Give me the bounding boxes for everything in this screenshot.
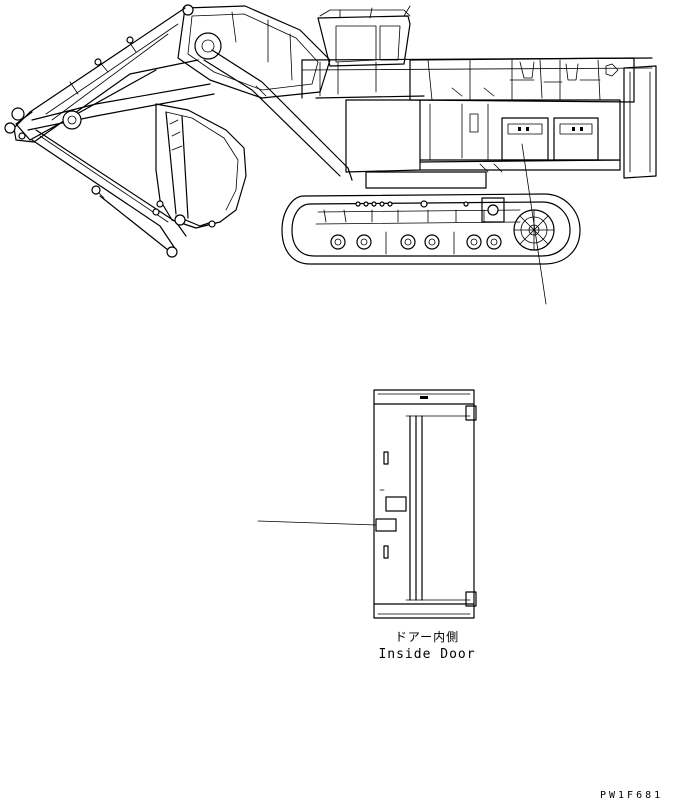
upper-structure [301,5,657,305]
door-detail-illustration [257,389,477,619]
door-label-english: Inside Door [378,647,476,662]
drawing-code: PW1F681 [600,790,664,801]
excavator-illustration [4,4,657,305]
arm [4,7,199,143]
bucket [152,103,247,229]
boom [177,4,331,99]
door-label-japanese: ドアー内側 [394,630,460,644]
hydraulic-cylinders [27,49,353,258]
track [281,193,581,265]
